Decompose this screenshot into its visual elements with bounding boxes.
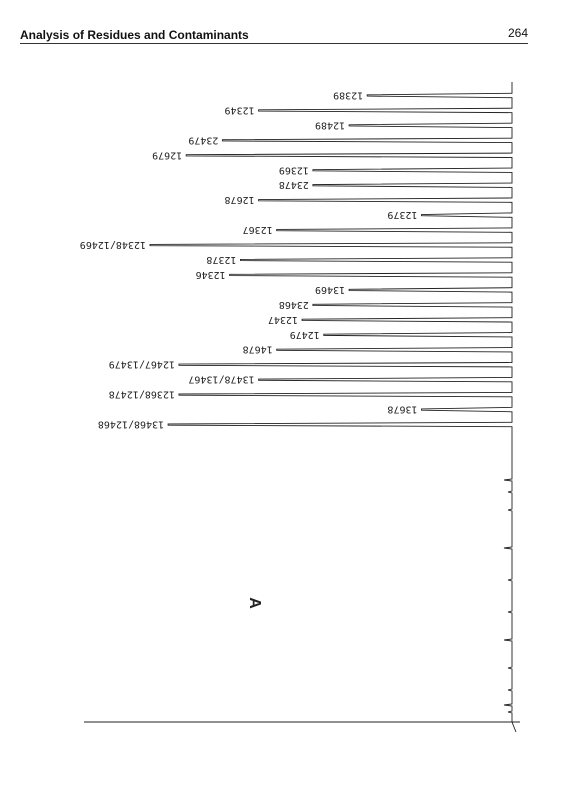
page-header: Analysis of Residues and Contaminants 26…: [20, 26, 528, 46]
chromatogram-trace: [149, 82, 517, 733]
peak-label: 13478/13467: [188, 374, 254, 385]
running-title: Analysis of Residues and Contaminants: [20, 28, 249, 42]
peak-label: 12489: [315, 119, 345, 130]
peak-label: 12378: [206, 254, 236, 265]
peak-label: 12369: [279, 164, 309, 175]
page-number: 264: [507, 26, 528, 40]
peak-label: 23479: [188, 134, 218, 145]
peak-label: 13469: [315, 284, 345, 295]
peak-label: 12678: [224, 194, 254, 205]
peak-label: 12679: [152, 149, 182, 160]
peak-label: 23478: [279, 179, 309, 190]
header-rule: [20, 43, 528, 44]
peak-label: 12379: [387, 209, 417, 220]
peak-label: 12349: [224, 104, 254, 115]
peak-label: 12348/12469: [80, 239, 146, 250]
peak-label: 12467/13479: [109, 359, 175, 370]
peak-label: 13468/12468: [98, 419, 164, 430]
peak-label: 12389: [333, 89, 363, 100]
peak-label: 12368/12478: [109, 389, 175, 400]
peak-label: 12367: [243, 224, 273, 235]
peak-label: 23468: [279, 299, 309, 310]
peak-label: 12346: [196, 269, 226, 280]
peak-label: 14678: [243, 344, 273, 355]
peak-label: 12347: [268, 314, 298, 325]
peak-label: 12479: [290, 329, 320, 340]
peak-label: 13678: [387, 404, 417, 415]
panel-label: A: [246, 597, 263, 609]
